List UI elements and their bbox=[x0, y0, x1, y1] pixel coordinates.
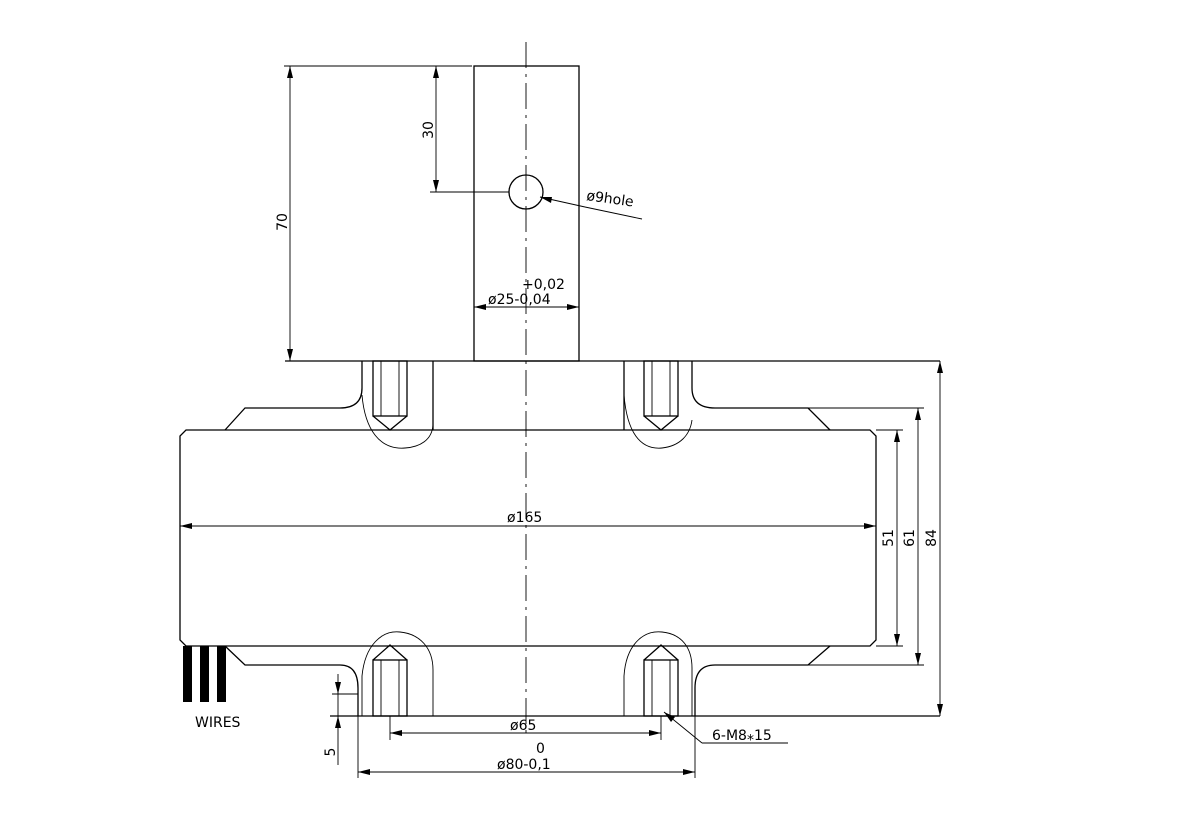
label-61: 61 bbox=[902, 529, 918, 547]
lower-flange bbox=[224, 631, 940, 717]
wire-3 bbox=[217, 646, 226, 702]
dim-80 bbox=[357, 716, 696, 778]
dim-hole-leader bbox=[539, 196, 643, 220]
wire-1 bbox=[183, 646, 192, 702]
dim-65 bbox=[389, 716, 662, 740]
main-body bbox=[179, 429, 877, 647]
wire-2 bbox=[200, 646, 209, 702]
label-30: 30 bbox=[421, 121, 437, 139]
dim-51 bbox=[876, 429, 903, 647]
shaft bbox=[473, 65, 580, 362]
dim-thread-leader bbox=[663, 711, 788, 744]
left-upper-breakout bbox=[361, 394, 434, 449]
right-upper-thread-hole bbox=[643, 360, 679, 431]
label-flange-tol-upper: 0 bbox=[536, 741, 545, 757]
label-80: ø80-0,1 bbox=[497, 757, 551, 773]
dim-shaft-diameter bbox=[474, 304, 579, 310]
left-lower-shoulder bbox=[224, 645, 359, 716]
left-lower-thread-hole bbox=[372, 644, 408, 717]
dim-84 bbox=[937, 361, 943, 716]
left-upper-shoulder bbox=[224, 361, 363, 431]
dim-30 bbox=[430, 66, 509, 193]
dim-165 bbox=[180, 523, 876, 529]
upper-flange bbox=[224, 360, 940, 449]
body-outline bbox=[179, 429, 877, 647]
right-upper-shoulder bbox=[691, 361, 831, 431]
wires bbox=[183, 646, 226, 702]
label-84: 84 bbox=[924, 529, 940, 547]
right-upper-breakout bbox=[623, 394, 693, 449]
label-165: ø165 bbox=[507, 510, 542, 526]
right-lower-thread-hole bbox=[643, 644, 679, 717]
label-shaft-diameter: ø25-0,04 bbox=[488, 292, 551, 308]
label-51: 51 bbox=[881, 529, 897, 547]
label-hole: ø9hole bbox=[585, 188, 634, 210]
shaft-outline bbox=[473, 65, 580, 362]
label-70: 70 bbox=[275, 213, 291, 231]
left-upper-thread-hole bbox=[372, 360, 408, 431]
dim-5 bbox=[332, 674, 358, 765]
dim-61 bbox=[808, 407, 924, 666]
label-wires: WIRES bbox=[195, 715, 241, 731]
label-shaft-tol-upper: +0,02 bbox=[522, 277, 565, 293]
label-5: 5 bbox=[323, 748, 339, 757]
right-lower-shoulder bbox=[694, 645, 831, 716]
label-65: ø65 bbox=[510, 718, 536, 734]
right-lower-breakout bbox=[623, 631, 693, 716]
left-lower-breakout bbox=[361, 631, 434, 716]
label-thread: 6-M8⁎15 bbox=[712, 728, 772, 744]
dim-70 bbox=[284, 65, 472, 361]
